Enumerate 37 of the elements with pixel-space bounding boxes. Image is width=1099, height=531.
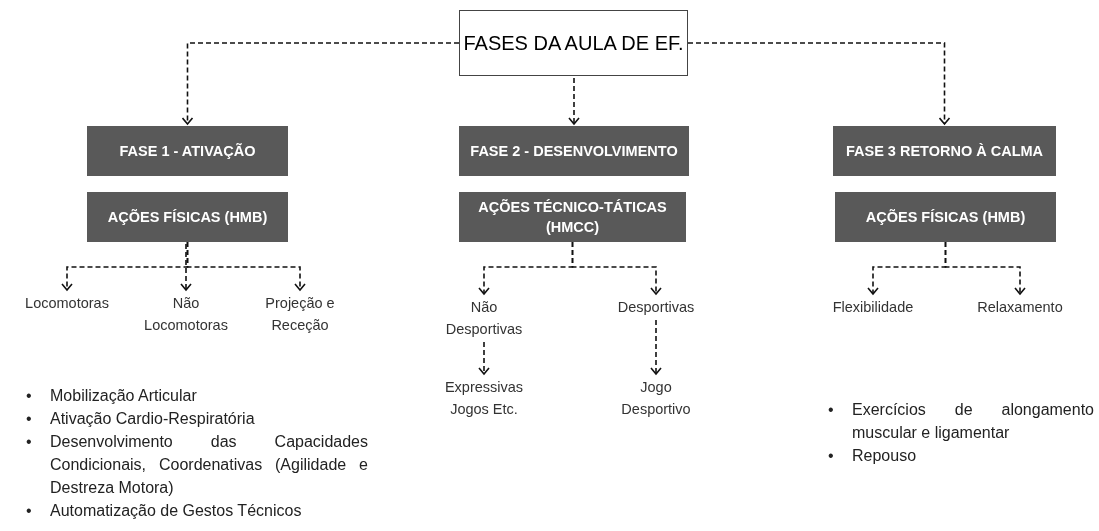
bullet-marker: •	[827, 400, 835, 420]
dashed-arrow	[568, 77, 580, 125]
dashed-arrow	[180, 243, 192, 291]
dashed-arrow	[478, 341, 490, 375]
dashed-arrow	[186, 241, 306, 291]
phase-box: FASE 3 RETORNO À CALMA	[833, 126, 1056, 176]
category-label: Jogo Desportivo	[606, 376, 706, 420]
dashed-arrow	[687, 42, 951, 125]
bullet-marker: •	[25, 432, 33, 452]
bullet-marker: •	[25, 409, 33, 429]
bullet-marker: •	[827, 446, 835, 466]
dashed-arrow	[650, 319, 662, 375]
bullet-text: Repouso	[852, 446, 918, 466]
phase-box: FASE 2 - DESENVOLVIMENTO	[459, 126, 689, 176]
bullet-text: Desenvolvimento das Capacidades Condicionais, Coordenativas (Agilidade e Destreza Motora)	[50, 432, 368, 498]
phase-box: FASE 1 - ATIVAÇÃO	[87, 126, 288, 176]
bullet-text: Exercícios de alongamento muscular e ligamentar	[852, 400, 1094, 443]
category-label: Locomotoras	[17, 292, 117, 314]
category-label: Projeção e Receção	[250, 292, 350, 336]
phase-box: AÇÕES FÍSICAS (HMB)	[835, 192, 1056, 242]
category-label: Não Locomotoras	[136, 292, 236, 336]
category-label: Expressivas Jogos Etc.	[434, 376, 534, 442]
phase-box: AÇÕES FÍSICAS (HMB)	[87, 192, 288, 242]
bullet-marker: •	[25, 386, 33, 406]
category-label: Flexibilidade	[823, 296, 923, 318]
category-label: Relaxamento	[970, 296, 1070, 318]
bullet-marker: •	[25, 501, 33, 521]
dashed-arrow	[944, 241, 1026, 295]
phase-box: AÇÕES TÉCNICO-TÁTICAS (HMCC)	[459, 192, 686, 242]
dashed-arrow	[571, 241, 662, 295]
category-label: Desportivas	[606, 296, 706, 318]
bullet-text: Mobilização Articular	[50, 386, 198, 406]
bullet-text: Automatização de Gestos Técnicos	[50, 501, 303, 521]
bullet-text: Ativação Cardio-Respiratória	[50, 409, 256, 429]
title-box: FASES DA AULA DE EF.	[459, 10, 688, 76]
dashed-arrow	[181, 42, 460, 125]
category-label: Não Desportivas	[434, 296, 534, 340]
